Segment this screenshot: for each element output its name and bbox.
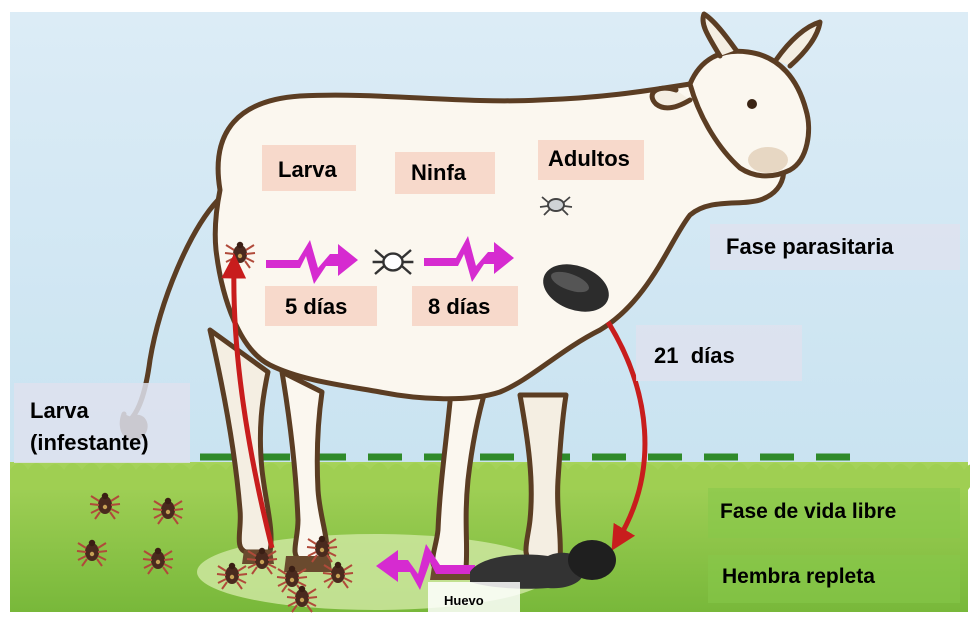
label-larva-infestante-line1: Larva (30, 395, 190, 427)
label-larva-infestante: Larva (infestante) (14, 383, 190, 463)
label-21-dias: 21 días (636, 325, 802, 381)
label-larva-infestante-line2: (infestante) (30, 427, 190, 459)
label-5-dias: 5 días (265, 286, 377, 326)
label-fase-vida-libre: Fase de vida libre (708, 488, 960, 538)
engorged-female-tick-icon (568, 540, 616, 580)
cow-muzzle (748, 147, 788, 173)
cow-eye (747, 99, 757, 109)
label-fase-parasitaria: Fase parasitaria (710, 224, 960, 270)
label-hembra-repleta: Hembra repleta (708, 555, 960, 603)
label-adultos: Adultos (538, 140, 644, 180)
label-ninfa: Ninfa (395, 152, 495, 194)
tick-nymph-icon (373, 250, 414, 274)
label-huevo: Huevo (428, 582, 520, 612)
label-8-dias: 8 días (412, 286, 518, 326)
label-larva: Larva (262, 145, 356, 191)
